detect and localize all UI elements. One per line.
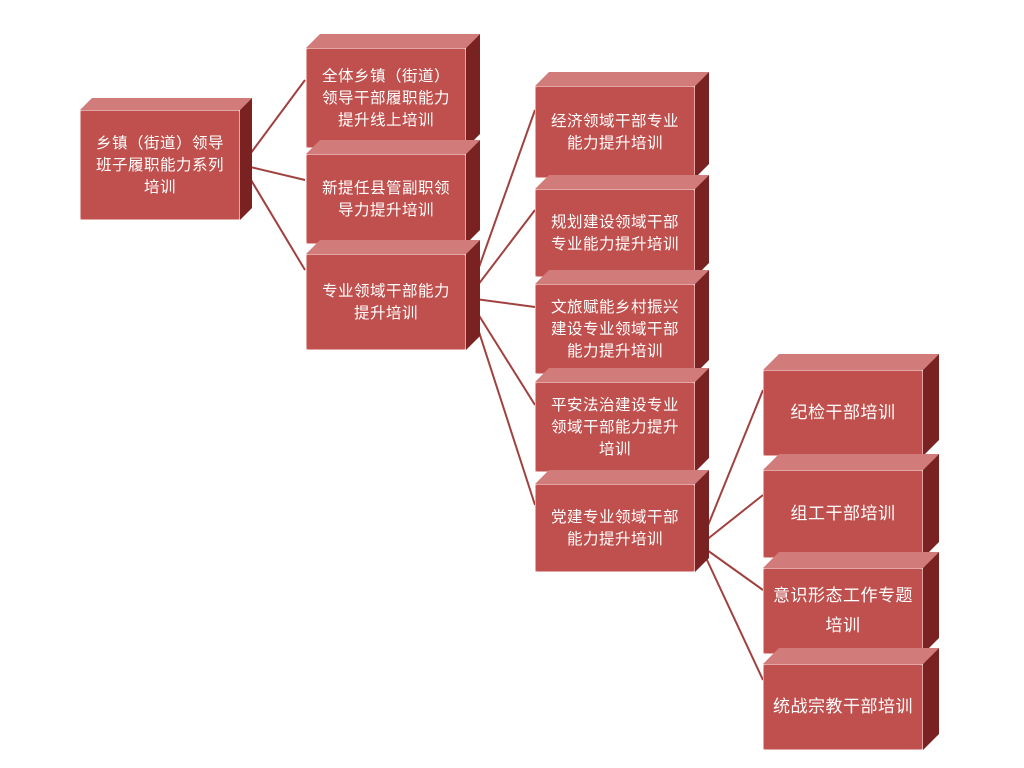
root-node: 乡镇（街道）领导班子履职能力系列培训 bbox=[80, 98, 252, 220]
level3-node-united-front: 统战宗教干部培训 bbox=[763, 648, 939, 750]
connector-party-to-organization bbox=[699, 494, 764, 546]
level2-node-culture-tourism-label: 文旅赋能乡村振兴建设专业领域干部能力提升培训 bbox=[550, 298, 679, 360]
level2-node-party-building: 党建专业领域干部能力提升培训 bbox=[535, 470, 709, 572]
level2-node-economy: 经济领域干部专业能力提升培训 bbox=[535, 72, 709, 178]
level2-node-planning-label: 规划建设领域干部专业能力提升培训 bbox=[550, 213, 679, 253]
level2-node-rule-of-law: 平安法治建设专业领域干部能力提升培训 bbox=[535, 368, 709, 472]
level3-node-discipline-label: 纪检干部培训 bbox=[790, 403, 896, 423]
level3-node-united-front-label: 统战宗教干部培训 bbox=[773, 697, 913, 717]
level1-node-deputy-training-label: 新提任县管副职领导力提升培训 bbox=[321, 179, 450, 219]
level3-node-organization: 组工干部培训 bbox=[763, 454, 939, 558]
level2-node-economy-label: 经济领域干部专业能力提升培训 bbox=[550, 112, 679, 152]
level3-node-ideology-label: 意识形态工作专题培训 bbox=[773, 586, 913, 636]
level1-node-professional-training-label: 专业领域干部能力提升培训 bbox=[321, 282, 450, 322]
connector-root-to-professional bbox=[241, 164, 306, 271]
level1-node-professional-training: 专业领域干部能力提升培训 bbox=[306, 240, 480, 350]
root-node-label: 乡镇（街道）领导班子履职能力系列培训 bbox=[95, 134, 224, 196]
level3-node-ideology: 意识形态工作专题培训 bbox=[763, 552, 939, 654]
level1-node-deputy-training: 新提任县管副职领导力提升培训 bbox=[306, 140, 480, 244]
connector-party-to-discipline bbox=[699, 389, 764, 546]
connector-root-to-deputy bbox=[241, 164, 306, 181]
level2-node-party-building-label: 党建专业领域干部能力提升培训 bbox=[550, 508, 679, 548]
level3-node-discipline: 纪检干部培训 bbox=[763, 354, 939, 456]
level2-node-rule-of-law-label: 平安法治建设专业领域干部能力提升培训 bbox=[550, 396, 679, 458]
level1-node-online-training: 全体乡镇（街道）领导干部履职能力提升线上培训 bbox=[306, 34, 480, 148]
connector-party-to-united-front bbox=[699, 544, 764, 681]
level2-node-planning: 规划建设领域干部专业能力提升培训 bbox=[535, 175, 709, 277]
level3-node-organization-label: 组工干部培训 bbox=[790, 504, 896, 524]
connector-party-to-ideology bbox=[699, 544, 764, 591]
connector-root-to-online bbox=[241, 79, 306, 166]
level1-node-online-training-label: 全体乡镇（街道）领导干部履职能力提升线上培训 bbox=[321, 67, 450, 129]
level2-node-culture-tourism: 文旅赋能乡村振兴建设专业领域干部能力提升培训 bbox=[535, 270, 709, 374]
